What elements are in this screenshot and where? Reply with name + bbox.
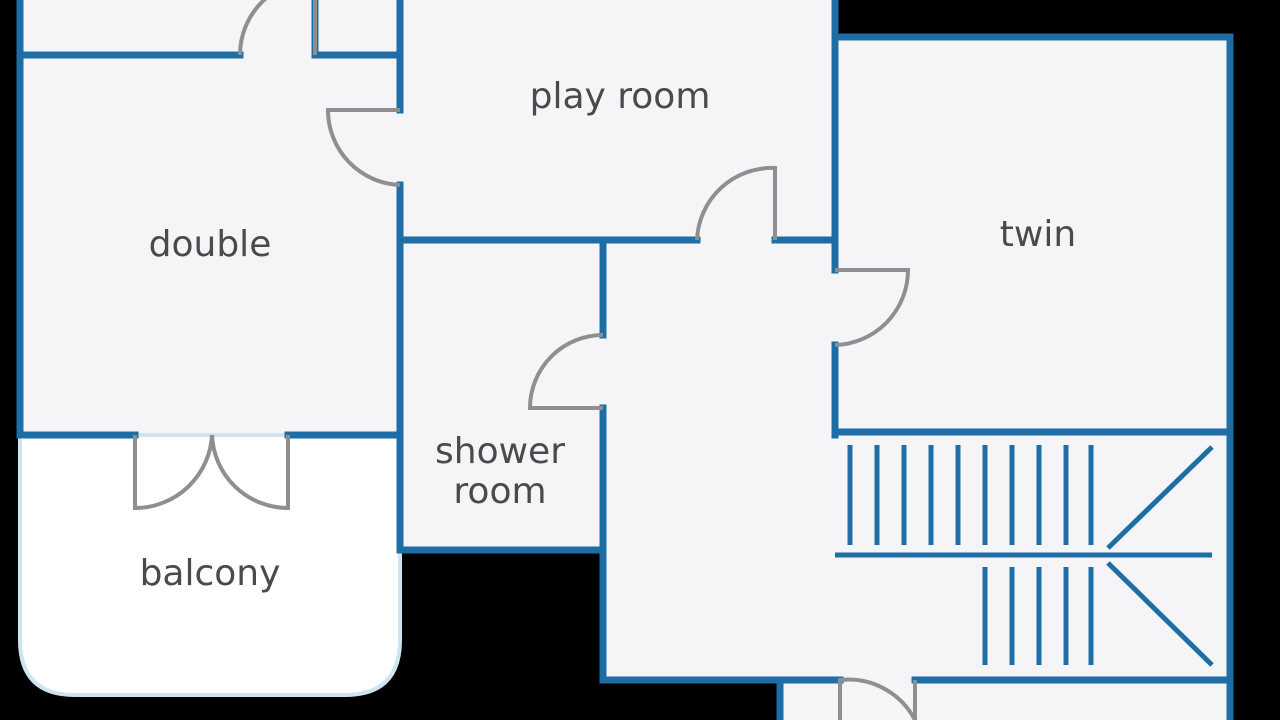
floor-play-room xyxy=(400,0,835,245)
floor-balcony xyxy=(18,433,402,697)
floor-bottom-right xyxy=(780,680,1230,720)
label-balcony: balcony xyxy=(140,553,281,594)
label-shower-room-line2: room xyxy=(453,471,546,512)
label-double: double xyxy=(149,224,272,265)
floor-twin xyxy=(835,35,1230,435)
walls xyxy=(16,0,1234,720)
doors xyxy=(133,0,917,720)
label-twin: twin xyxy=(1000,214,1076,255)
floor-shower-room xyxy=(400,245,605,550)
floor-double-top xyxy=(20,0,400,435)
label-shower-room-line1: shower xyxy=(435,431,565,472)
label-play-room: play room xyxy=(530,76,711,117)
staircase xyxy=(835,445,1214,667)
